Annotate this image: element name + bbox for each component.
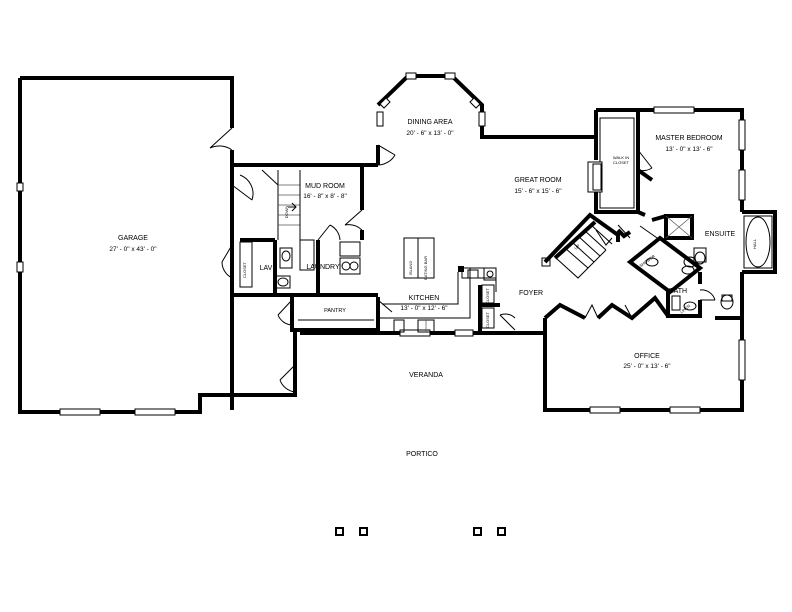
down-label: DOWN (284, 206, 289, 219)
garage-dims: 27' - 0" x 43' - 0" (109, 246, 157, 253)
master-bedroom-label: MASTER BEDROOM (655, 135, 722, 142)
foyer-label: FOYER (519, 290, 543, 297)
pantry-label: PANTRY (324, 308, 346, 314)
dining-label: DINING AREA (407, 119, 452, 126)
kitchen-dims: 13' - 0" x 12' - 6" (400, 305, 448, 312)
office-walls (543, 295, 746, 414)
up-label: UP (573, 243, 581, 251)
eating-bar-label: EATING BAR (423, 256, 428, 280)
office-dims: 25' - 0" x 13' - 6" (623, 363, 671, 370)
mud-room-label: MUD ROOM (305, 183, 345, 190)
closet-b-label: CLOSET (485, 287, 490, 304)
mud-room-walls (221, 163, 378, 297)
garage-label: GARAGE (118, 235, 148, 242)
master-bedroom-dims: 13' - 0" x 13' - 6" (665, 146, 713, 153)
island-label: ISLAND (408, 261, 413, 276)
laundry-label: LAUNDRY (306, 264, 340, 271)
ensuite-label: ENSUITE (705, 231, 736, 238)
portico-label: PORTICO (406, 451, 438, 458)
closet-c-label: CLOSET (485, 311, 490, 328)
column-markers (335, 527, 506, 536)
office-label: OFFICE (634, 353, 660, 360)
great-room-dims: 15' - 6" x 15' - 6" (514, 188, 562, 195)
kitchen-label: KITCHEN (409, 295, 440, 302)
closet-label: CLOSET (613, 160, 630, 165)
main-living-walls (376, 72, 620, 333)
master-suite-walls (587, 106, 777, 320)
closet-a-label: CLOSET (242, 261, 247, 278)
bath-label: BATH (669, 288, 687, 295)
veranda-label: VERANDA (409, 372, 443, 379)
lav-label: LAV (260, 265, 273, 272)
dining-dims: 20' - 6" x 13' - 0" (406, 130, 454, 137)
veranda-walls (279, 329, 545, 395)
great-room-label: GREAT ROOM (514, 177, 561, 184)
mud-room-dims: 16' - 8" x 8' - 8" (303, 193, 347, 200)
linen-label: LINEN (679, 303, 691, 314)
tub-label: HALL (752, 238, 757, 249)
walk-in-label: WALK IN (613, 155, 629, 160)
